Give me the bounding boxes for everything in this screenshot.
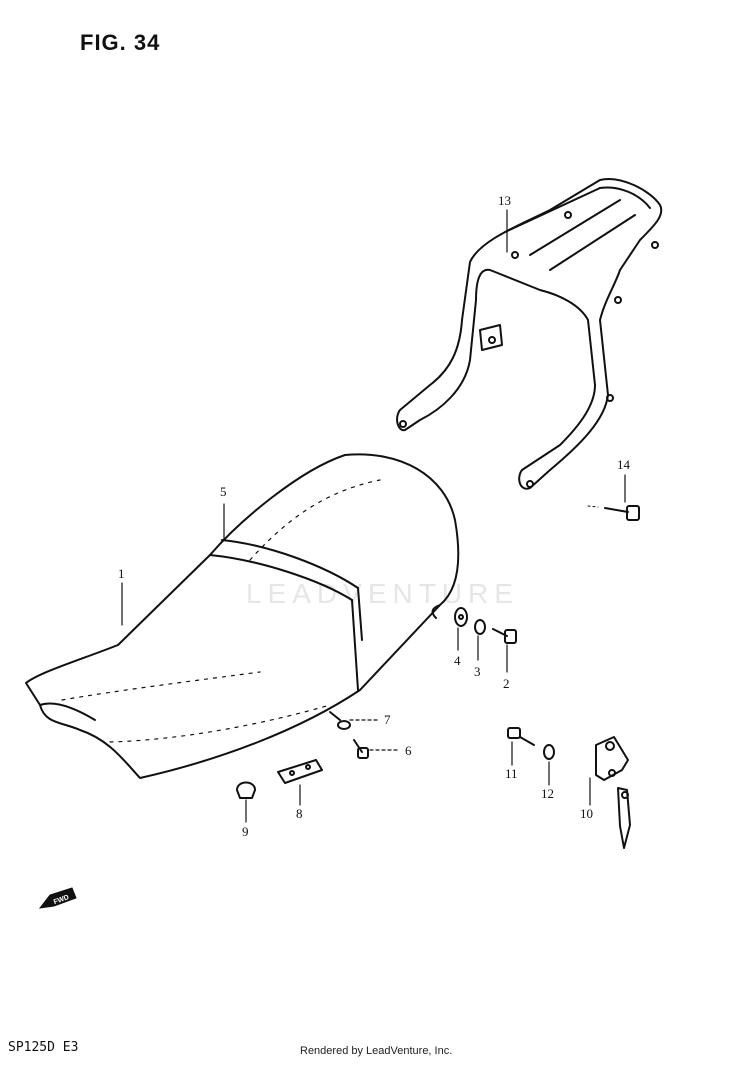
fwd-arrow-icon: FWD <box>38 887 77 909</box>
callout-5: 5 <box>220 484 227 499</box>
cap-9-drawing <box>236 781 256 799</box>
callout-4: 4 <box>454 653 461 668</box>
callout-3: 3 <box>474 664 481 679</box>
callout-leaders <box>121 209 626 823</box>
seat-drawing <box>25 453 460 779</box>
bolt-2-drawing <box>492 628 517 644</box>
watermark: LEADVENTURE <box>246 578 519 609</box>
model-code: SP125D E3 <box>8 1040 79 1055</box>
callout-11: 11 <box>505 766 518 781</box>
callout-13: 13 <box>498 193 511 208</box>
washer-12-drawing <box>543 744 555 760</box>
callout-8: 8 <box>296 806 303 821</box>
washer-4-drawing <box>454 607 468 627</box>
callout-6: 6 <box>405 743 412 758</box>
callout-9: 9 <box>242 824 249 839</box>
credit-line: Rendered by LeadVenture, Inc. <box>300 1045 453 1057</box>
callout-7: 7 <box>384 712 391 727</box>
carrier-rack-drawing <box>396 178 663 490</box>
callout-12: 12 <box>541 786 554 801</box>
bolt-14-drawing <box>587 505 640 521</box>
callout-10: 10 <box>580 806 593 821</box>
washer-7-drawing <box>337 720 351 730</box>
seat-lock-10-drawing <box>595 736 631 849</box>
washer-3-drawing <box>474 619 486 635</box>
callout-2: 2 <box>503 676 510 691</box>
bolt-6-drawing <box>353 739 369 759</box>
bolt-11-drawing <box>507 727 535 746</box>
callout-14: 14 <box>617 457 631 472</box>
figure-title: FIG. 34 <box>80 30 161 55</box>
callout-1: 1 <box>118 566 125 581</box>
bracket-8-drawing <box>277 759 323 784</box>
